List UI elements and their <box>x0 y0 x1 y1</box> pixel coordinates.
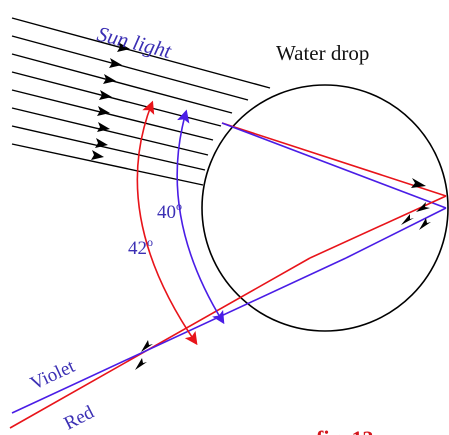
violet-ray-label: Violet <box>27 356 79 395</box>
violet-exit-ray <box>12 258 346 413</box>
ray-arrowhead <box>135 358 147 370</box>
red-angle-label: 42o <box>128 235 153 259</box>
water-drop <box>202 85 448 331</box>
figure-caption: fig. 13 <box>316 426 373 435</box>
red-reflected-ray <box>310 196 446 258</box>
violet-reflected-ray <box>346 208 446 258</box>
sun-ray <box>12 144 203 185</box>
sun-ray <box>12 54 232 113</box>
ray-arrowhead <box>91 150 104 160</box>
water-drop-label: Water drop <box>276 41 369 65</box>
red-angle-arc <box>137 103 196 343</box>
internal-rays <box>222 123 446 258</box>
ray-arrowhead <box>411 178 426 188</box>
red-internal-ray <box>222 123 446 196</box>
violet-angle-arc <box>177 112 223 322</box>
sunlight-label: Sun light <box>95 22 175 64</box>
red-ray-label: Red <box>61 402 98 435</box>
red-exit-ray <box>10 258 310 428</box>
violet-internal-ray <box>222 123 446 208</box>
violet-angle-label: 40o <box>157 199 182 223</box>
ray-arrowhead <box>95 138 108 148</box>
sun-ray <box>12 72 221 126</box>
